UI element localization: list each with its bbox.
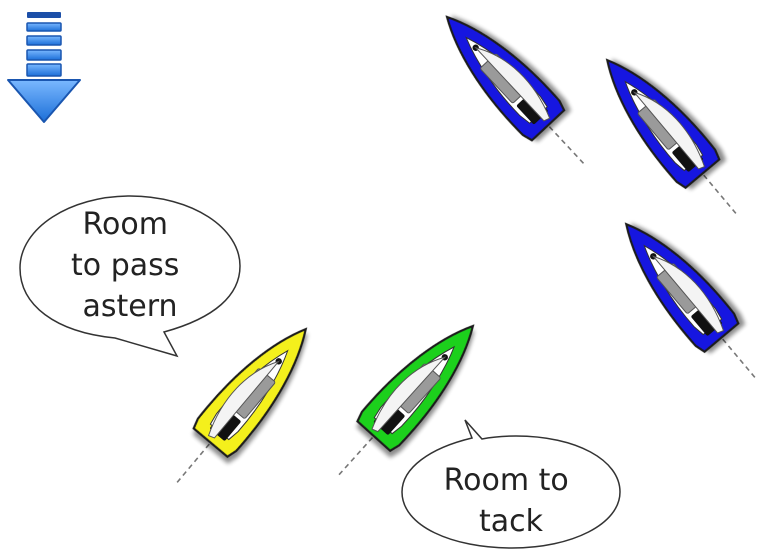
speech-bubble-room-to-pass-astern: Room to pass astern: [20, 196, 240, 356]
boat-wake: [339, 438, 372, 475]
bubble-left-line-1: Room: [83, 207, 168, 242]
bubble-right-line-1: Room to: [444, 463, 569, 498]
bubble-left-line-2: to pass: [71, 248, 179, 283]
boat-wake: [723, 339, 755, 377]
boat-wake: [704, 175, 736, 213]
bubble-text-left: Room to pass astern: [71, 207, 189, 324]
bubble-right-line-2: tack: [479, 504, 544, 539]
boat-blue-1: [429, 0, 602, 181]
speech-bubble-room-to-tack: Room to tack: [402, 420, 620, 548]
bubble-left-line-3: astern: [82, 289, 177, 324]
boat-wake: [177, 444, 209, 482]
wind-direction-arrow-icon: [8, 12, 80, 122]
boat-blue-2: [588, 44, 755, 230]
boat-blue-3: [607, 208, 774, 394]
boat-wake: [549, 127, 583, 164]
boat-yellow: [158, 313, 325, 499]
